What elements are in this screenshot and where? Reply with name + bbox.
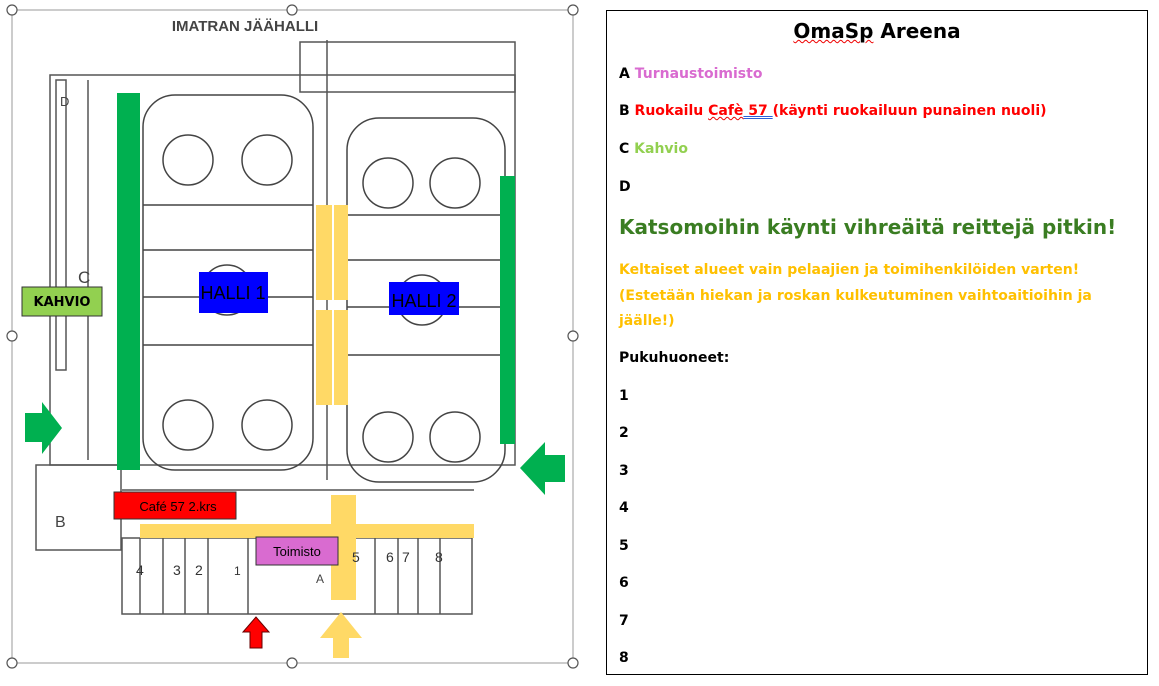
green-route-note: Katsomoihin käynti vihreäitä reittejä pi… bbox=[619, 215, 1117, 239]
resize-handle bbox=[567, 330, 579, 342]
floor-plan-image[interactable]: IMATRAN JÄÄHALLI D C B A 4 3 2 1 5 6 7 8 KAH… bbox=[0, 0, 600, 686]
cafe-label-box bbox=[113, 491, 237, 520]
kahvio-label-box bbox=[21, 286, 103, 317]
room-numbers: 4 3 2 1 5 6 7 8 bbox=[136, 549, 443, 578]
svg-text:5: 5 bbox=[352, 549, 360, 565]
rink-halli-1 bbox=[142, 94, 314, 471]
cafe-label: Café 57 2.krs bbox=[139, 499, 217, 514]
resize-handle bbox=[286, 4, 298, 16]
svg-text:3: 3 bbox=[173, 562, 181, 578]
halli-1-label-box bbox=[199, 272, 268, 313]
yellow-areas bbox=[140, 205, 474, 658]
panel-title: OmaSp Areena bbox=[793, 19, 961, 43]
svg-text:6: 6 bbox=[386, 549, 394, 565]
room-7: 7 bbox=[619, 613, 629, 629]
resize-handle bbox=[6, 657, 18, 669]
green-routes bbox=[25, 93, 565, 495]
resize-handle bbox=[6, 330, 18, 342]
building-outline bbox=[35, 40, 516, 615]
map-title: IMATRAN JÄÄHALLI bbox=[172, 18, 318, 35]
resize-handle bbox=[567, 4, 579, 16]
room-8: 8 bbox=[619, 650, 629, 666]
yellow-arrow-up-icon bbox=[320, 612, 362, 658]
resize-handle bbox=[567, 657, 579, 669]
letter-a: A bbox=[316, 572, 324, 586]
yellow-note-1: Keltaiset alueet vain pelaajien ja toimi… bbox=[619, 262, 1080, 278]
room-3: 3 bbox=[619, 463, 629, 479]
toimisto-label-box bbox=[255, 536, 339, 566]
halli-1-label: HALLI 1 bbox=[200, 283, 265, 303]
svg-text:4: 4 bbox=[136, 562, 144, 578]
room-2: 2 bbox=[619, 425, 629, 441]
room-1: 1 bbox=[619, 388, 629, 404]
resize-handle bbox=[6, 4, 18, 16]
kahvio-label: KAHVIO bbox=[34, 295, 91, 310]
svg-text:7: 7 bbox=[402, 549, 410, 565]
legend-a: A Turnaustoimisto bbox=[619, 66, 763, 82]
room-6: 6 bbox=[619, 575, 629, 591]
selection-frame[interactable] bbox=[6, 4, 579, 669]
yellow-note-3: jäälle!) bbox=[619, 313, 675, 329]
svg-text:8: 8 bbox=[435, 549, 443, 565]
toimisto-label: Toimisto bbox=[273, 544, 321, 559]
svg-text:2: 2 bbox=[195, 562, 203, 578]
pukuhuoneet-heading: Pukuhuoneet: bbox=[619, 350, 730, 366]
red-arrow-up-icon bbox=[241, 616, 271, 649]
green-arrow-right-icon bbox=[25, 402, 62, 454]
legend-d: D bbox=[619, 179, 631, 195]
legend-text-box[interactable]: OmaSp Areena A Turnaustoimisto B Ruokail… bbox=[606, 10, 1148, 675]
room-4: 4 bbox=[619, 500, 629, 516]
svg-text:1: 1 bbox=[234, 564, 241, 578]
room-5: 5 bbox=[619, 538, 629, 554]
green-arrow-left-icon bbox=[520, 442, 565, 495]
legend-c: C Kahvio bbox=[619, 141, 688, 157]
legend-b: B Ruokailu Cafè 57 (käynti ruokailuun pu… bbox=[619, 103, 1047, 119]
halli-2-label-box bbox=[389, 282, 459, 315]
letter-b: B bbox=[55, 514, 66, 531]
yellow-note-2: (Estetään hiekan ja roskan kulkeutuminen… bbox=[619, 288, 1092, 304]
letter-d: D bbox=[60, 94, 69, 109]
letter-c: C bbox=[78, 268, 90, 287]
halli-2-label: HALLI 2 bbox=[391, 291, 456, 311]
resize-handle bbox=[286, 657, 298, 669]
